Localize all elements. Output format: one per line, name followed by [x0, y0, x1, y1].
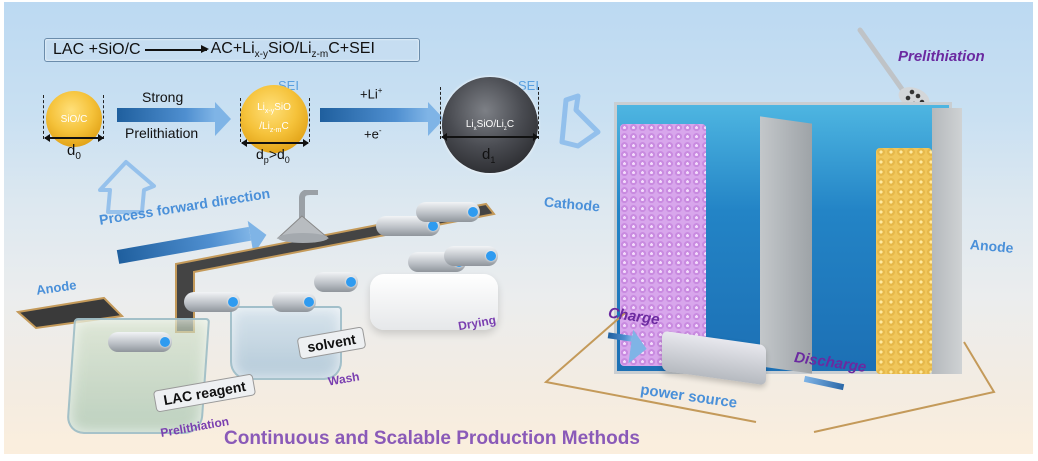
roller[interactable] — [416, 202, 480, 222]
dimension-line — [440, 87, 441, 139]
dimension-line — [309, 98, 310, 142]
dimension-line — [538, 87, 539, 139]
reaction-arrow-icon — [144, 46, 209, 53]
anode-label: Anode — [969, 236, 1015, 256]
lithiated-particle: Lix-ySiO /Liz-mC — [240, 85, 308, 153]
reaction-equation: LAC +SiO/C AC+Lix-ySiO/Liz-mC+SEI — [44, 38, 420, 62]
arrow-label-electron: +e- — [364, 126, 382, 142]
particle-label-line1: Lix-ySiO — [257, 102, 291, 115]
equation-reactants: LAC +SiO/C — [53, 41, 141, 58]
showerhead-icon — [276, 190, 330, 243]
circuit-wire — [543, 311, 996, 433]
dimension-line — [103, 95, 104, 139]
arrow-label-strong: Strong — [142, 89, 184, 105]
particle-label-line2: /Liz-mC — [259, 121, 289, 134]
prelithiation-arrow-icon — [117, 102, 231, 136]
glow-arrow-icon — [559, 93, 601, 149]
diameter-dp: dp>d0 — [256, 146, 290, 165]
dimension-line — [240, 98, 241, 142]
lithiation-arrow-icon — [320, 102, 444, 136]
final-particle: LixSiO/LizC — [442, 77, 538, 173]
arrow-label-prelithiation: Prelithiation — [125, 125, 199, 141]
footer-title: Continuous and Scalable Production Metho… — [224, 428, 640, 449]
cathode-label: Cathode — [543, 193, 601, 215]
sei-label-final: SEI — [518, 78, 539, 93]
dimension-line — [43, 95, 44, 139]
glow-house-icon — [98, 160, 156, 214]
particle-label: LixSiO/LizC — [465, 118, 515, 132]
roller[interactable] — [108, 332, 172, 352]
arrow-label-li: +Li+ — [360, 86, 383, 102]
diameter-arrow-icon — [241, 139, 309, 147]
diameter-d1: d1 — [482, 146, 496, 165]
particle-label: SiO/C — [60, 113, 88, 125]
diagram-canvas: LAC +SiO/C AC+Lix-ySiO/Liz-mC+SEI SiO/C … — [4, 2, 1033, 454]
roller[interactable] — [272, 292, 316, 312]
drying-unit — [370, 274, 498, 330]
cathode-electrode — [620, 124, 706, 366]
diameter-arrow-icon — [44, 134, 104, 142]
roller[interactable] — [444, 246, 498, 266]
diameter-arrow-icon — [441, 133, 539, 141]
anode-electrode — [876, 148, 932, 374]
battery-cell — [614, 102, 964, 380]
equation-products: AC+Lix-ySiO/Liz-mC+SEI — [210, 39, 375, 61]
roller[interactable] — [184, 292, 240, 312]
roller[interactable] — [314, 272, 358, 292]
prelithiation-label: Prelithiation — [898, 48, 985, 65]
diameter-d0: d0 — [67, 142, 81, 162]
cell-side-wall — [932, 108, 962, 374]
